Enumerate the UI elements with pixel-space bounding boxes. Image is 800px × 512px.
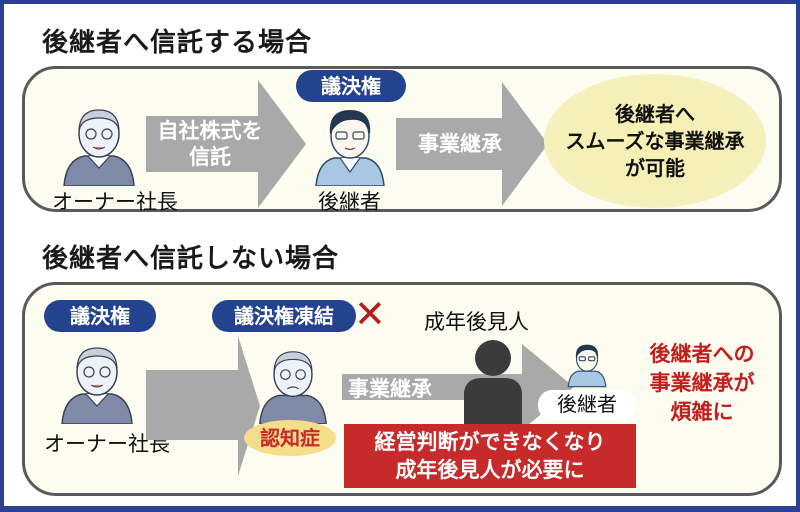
arrow-business-succession <box>396 82 548 206</box>
guardian-silhouette-icon <box>464 340 522 430</box>
alert-line2: 成年後見人が必要に <box>395 458 585 482</box>
successor-label: 後継者 <box>318 190 381 214</box>
arrow2-text: 事業継承 <box>418 132 502 156</box>
result-line3-2: 煩雑に <box>670 400 734 424</box>
successor-icon-2 <box>567 344 607 388</box>
voting-rights-pill-2: 議決権 <box>44 300 156 332</box>
section-title-trust: 後継者へ信託する場合 <box>42 28 313 58</box>
result-complicated-succession: 後継者への 事業継承が 煩雑に <box>632 340 772 427</box>
arrow-text-2: 事業継承 <box>348 377 432 401</box>
elderly-owner-icon <box>63 109 135 186</box>
result-line2: スムーズな事業継承 <box>565 128 745 153</box>
arrow1-text-line1: 自社株式を <box>157 119 263 143</box>
elderly-owner-icon-2 <box>61 347 133 424</box>
arrow-business-succession-2 <box>342 344 574 430</box>
voting-rights-pill: 議決権 <box>296 70 406 102</box>
arrow-trust-shares <box>146 80 306 208</box>
result-smooth-succession: 後継者へ スムーズな事業継承 が可能 <box>544 74 766 208</box>
alert-line1: 経営判断ができなくなり <box>374 430 606 454</box>
guardian-label: 成年後見人 <box>424 310 529 334</box>
voting-frozen-pill: 議決権凍結 <box>212 300 356 332</box>
elderly-owner-dementia-icon <box>259 351 327 424</box>
result-line1: 後継者へ <box>615 101 695 126</box>
alert-guardian-needed: 経営判断ができなくなり 成年後見人が必要に <box>344 424 636 488</box>
result-line3: が可能 <box>625 155 685 180</box>
arrow-aging <box>146 336 260 476</box>
successor-label-2: 後継者 <box>538 390 636 420</box>
result-line2-2: 事業継承が <box>649 371 755 395</box>
result-line1-2: 後継者への <box>649 342 755 366</box>
section-title-no-trust: 後継者へ信託しない場合 <box>42 244 340 274</box>
dementia-badge: 認知症 <box>244 420 336 456</box>
owner-label: オーナー社長 <box>52 190 178 214</box>
successor-icon <box>315 110 385 186</box>
cross-icon: ✕ <box>354 292 386 336</box>
arrow1-text-line2: 信託 <box>189 145 231 169</box>
